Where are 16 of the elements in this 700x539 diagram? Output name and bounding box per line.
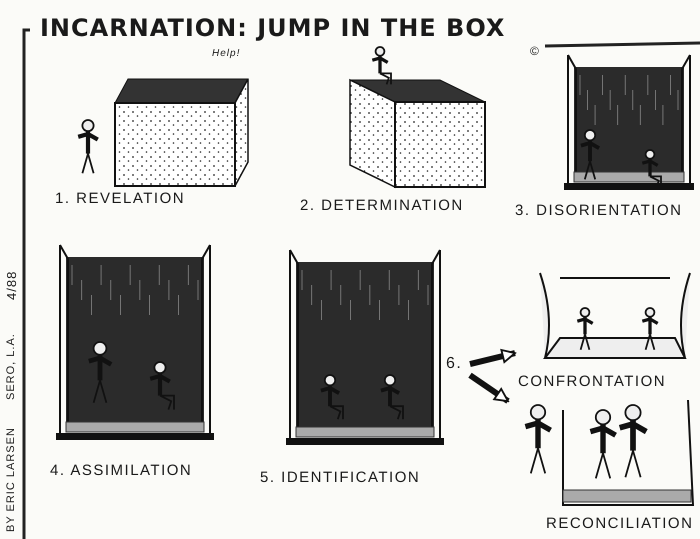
credit-text: BY ERIC LARSEN [5,427,17,532]
title: INCARNATION: JUMP IN THE BOX [40,14,506,42]
panel-caption: 3. DISORIENTATION [515,202,682,219]
date-text: 4/88 [4,270,19,300]
block-arrow [468,372,510,404]
panel-caption: RECONCILIATION [546,515,694,532]
panel-caption: 4. ASSIMILATION [50,462,192,479]
credit-text: SERO, L.A. [5,333,17,400]
speech-text: Help! [212,48,240,59]
panel-caption: 5. IDENTIFICATION [260,469,420,486]
block-arrow [469,349,516,367]
panel-caption: 2. DETERMINATION [300,197,464,214]
panel-caption: 1. REVELATION [55,190,186,207]
step-number: 6. [446,355,470,379]
copyright-mark: © [530,44,540,58]
panel-caption: CONFRONTATION [518,373,666,390]
